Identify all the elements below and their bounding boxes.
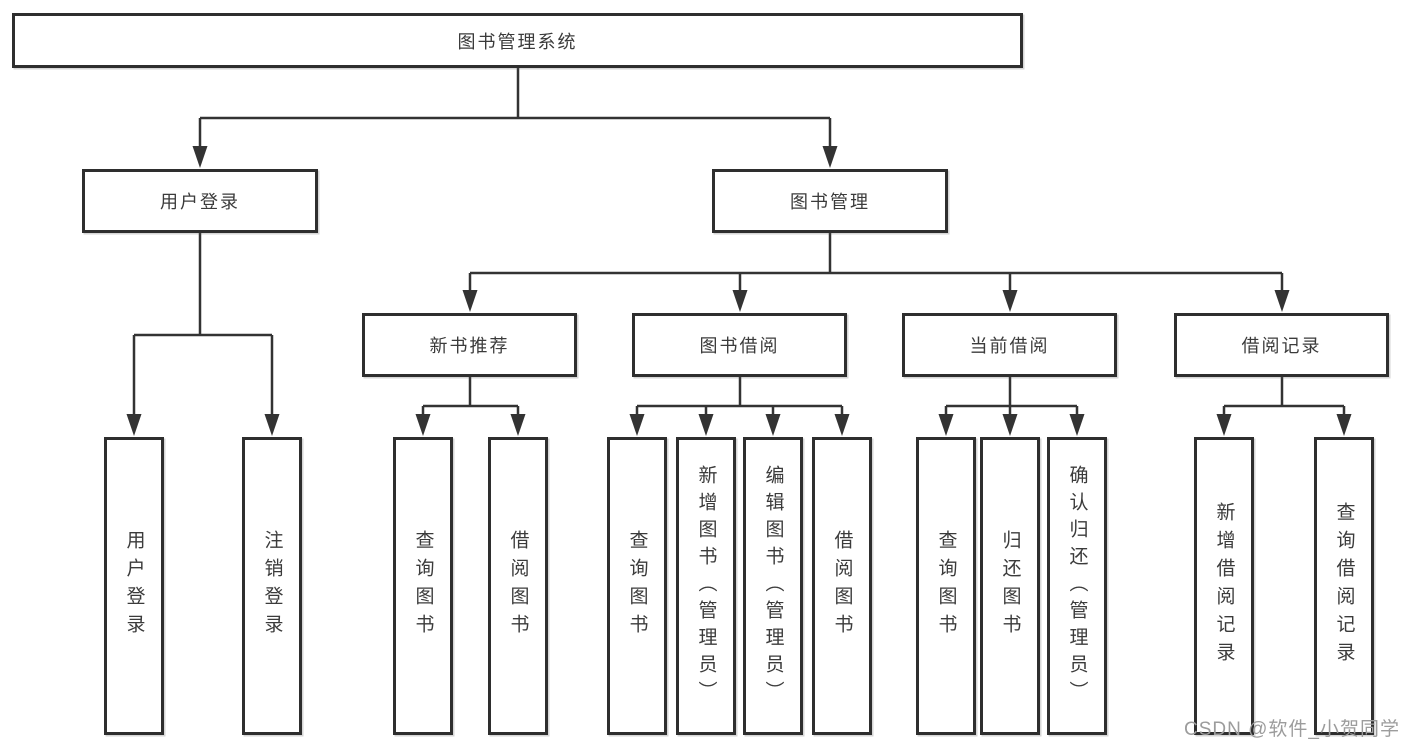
node-user-login: 用户登录 [82, 169, 318, 233]
connector-borrow-to-leaves [629, 377, 850, 436]
leaf-current-return-books: 归还图书 [980, 437, 1040, 735]
connector-mgmt-to-level3 [462, 233, 1290, 312]
node-borrowing-records: 借阅记录 [1174, 313, 1389, 377]
connector-login-to-leaves [126, 233, 280, 436]
leaf-current-confirm-return-admin: 确认归还（管理员） [1047, 437, 1107, 735]
node-current-borrowing: 当前借阅 [902, 313, 1117, 377]
csdn-watermark: CSDN @软件_小贺同学 [1184, 719, 1400, 740]
leaf-user-login: 用户登录 [104, 437, 164, 735]
node-root-system: 图书管理系统 [12, 13, 1023, 68]
connector-root-to-level1 [192, 68, 838, 168]
leaf-records-query-record: 查询借阅记录 [1314, 437, 1374, 735]
leaf-records-add-record: 新增借阅记录 [1194, 437, 1254, 735]
leaf-borrowing-add-books-admin: 新增图书（管理员） [676, 437, 736, 735]
connector-current-to-leaves [938, 377, 1085, 436]
leaf-logout: 注销登录 [242, 437, 302, 735]
leaf-borrowing-edit-books-admin: 编辑图书（管理员） [743, 437, 803, 735]
leaf-borrowing-borrow-books: 借阅图书 [812, 437, 872, 735]
connector-records-to-leaves [1216, 377, 1352, 436]
node-book-borrowing: 图书借阅 [632, 313, 847, 377]
leaf-current-query-books: 查询图书 [916, 437, 976, 735]
node-new-book-recommend: 新书推荐 [362, 313, 577, 377]
node-book-management: 图书管理 [712, 169, 948, 233]
leaf-recommend-borrow-books: 借阅图书 [488, 437, 548, 735]
leaf-borrowing-query-books: 查询图书 [607, 437, 667, 735]
leaf-recommend-query-books: 查询图书 [393, 437, 453, 735]
connector-recommend-to-leaves [415, 377, 526, 436]
